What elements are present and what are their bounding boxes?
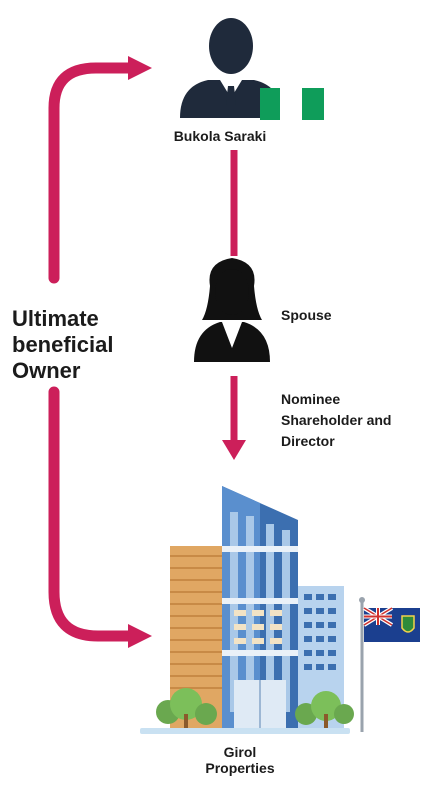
- spouse-label: Spouse: [281, 307, 332, 323]
- nominee-shareholder-label: Nominee Shareholder and Director: [281, 391, 392, 449]
- ultimate-beneficial-owner-label: Ultimate beneficial Owner: [12, 306, 114, 383]
- bracket-upper-segment: [48, 62, 138, 284]
- bracket-lower-arrowhead: [128, 624, 152, 648]
- businessman-icon: [180, 18, 282, 118]
- person-name-label: Bukola Saraki: [173, 128, 267, 144]
- tree-group-left: [156, 688, 217, 730]
- tree-group-right: [295, 691, 354, 730]
- woman-icon: [194, 258, 270, 362]
- spouse-to-company-arrowhead: [222, 440, 246, 460]
- company-name-label: Girol Properties: [205, 744, 275, 776]
- british-virgin-islands-flag-icon: [359, 597, 420, 732]
- bracket-upper-arrowhead: [128, 56, 152, 80]
- office-building-icon: [140, 486, 354, 734]
- nigeria-flag-icon: [260, 88, 324, 120]
- bracket-lower-segment: [48, 386, 138, 642]
- ultimate-owner-bracket-arrow: [48, 62, 138, 642]
